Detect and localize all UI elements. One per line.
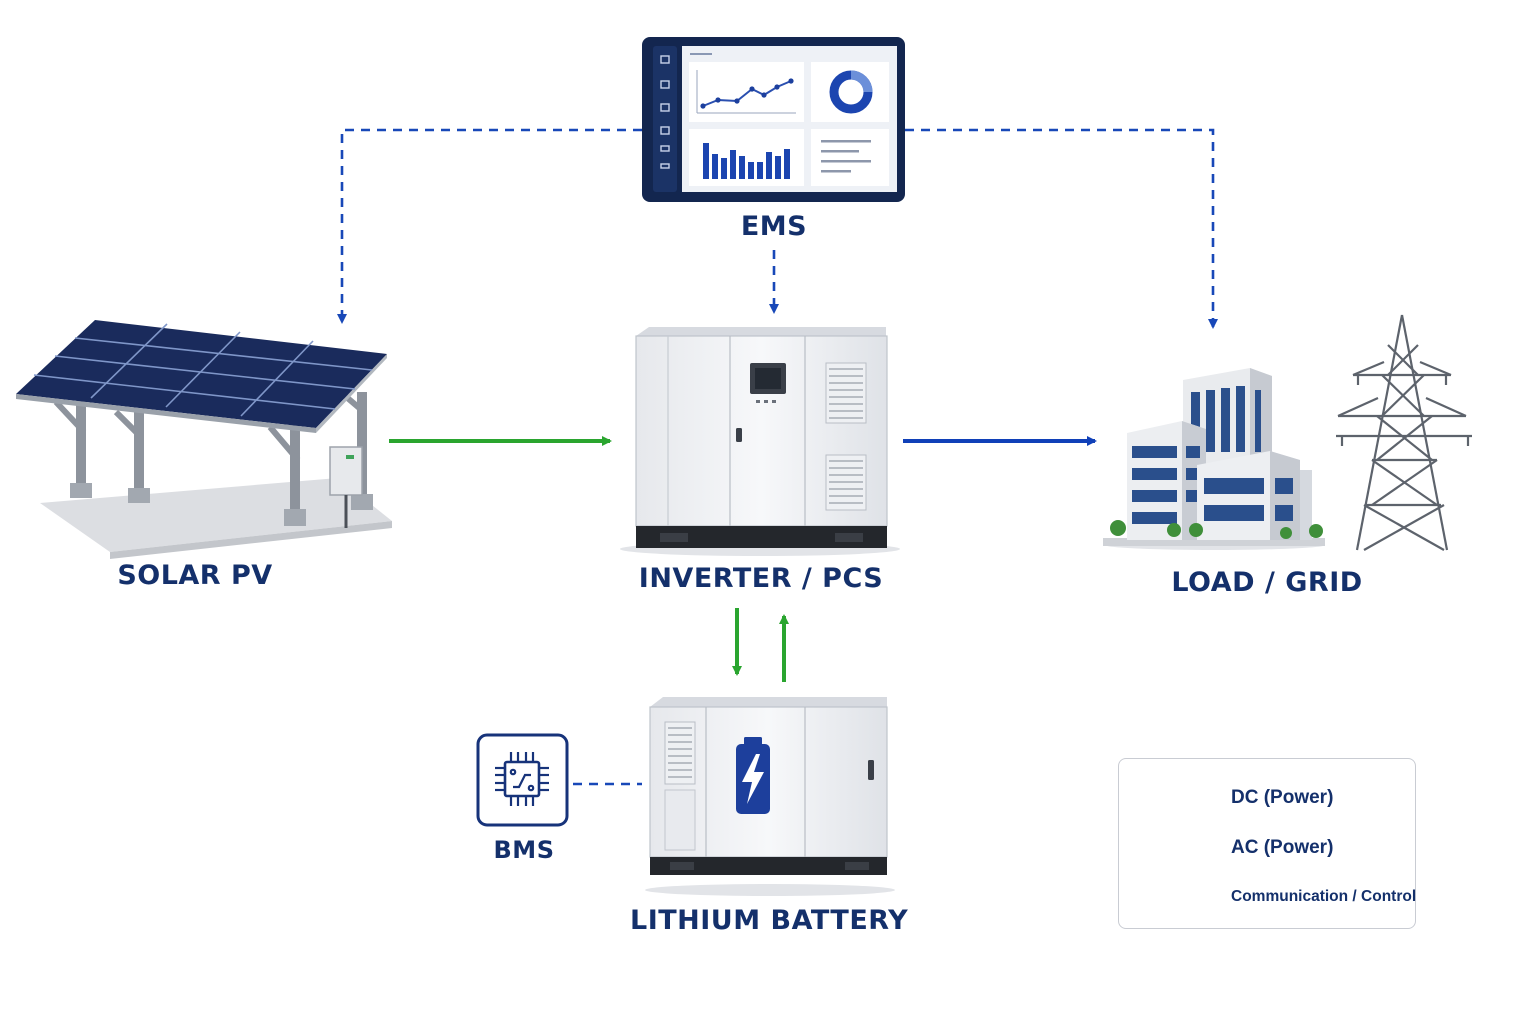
legend-label: Communication / Control [1231, 888, 1417, 905]
load-grid-label: LOAD / GRID [1171, 567, 1363, 598]
inverter-pcs-label: INVERTER / PCS [638, 563, 884, 594]
battery-container-icon [645, 697, 895, 896]
ems-label: EMS [740, 211, 808, 242]
legend: DC (Power) AC (Power) Communication / Co… [1118, 758, 1416, 929]
ems-dashboard-icon [642, 37, 905, 202]
transmission-tower-icon [1336, 314, 1472, 551]
legend-item-dc: DC (Power) [1119, 783, 1415, 815]
comm-line-ems-solar [337, 128, 642, 324]
buildings-icon [1103, 368, 1325, 550]
legend-item-ac: AC (Power) [1119, 833, 1415, 865]
legend-item-comm: Communication / Control [1119, 881, 1417, 913]
bms-chip-icon [476, 733, 569, 827]
solar-pv-icon [16, 320, 392, 559]
solar-pv-label: SOLAR PV [117, 560, 273, 591]
bms-label: BMS [493, 836, 555, 864]
battery-label: LITHIUM BATTERY [630, 905, 909, 936]
legend-label: AC (Power) [1231, 837, 1334, 858]
legend-label: DC (Power) [1231, 787, 1334, 808]
comm-line-ems-load [905, 128, 1218, 329]
inverter-pcs-icon [620, 327, 900, 556]
